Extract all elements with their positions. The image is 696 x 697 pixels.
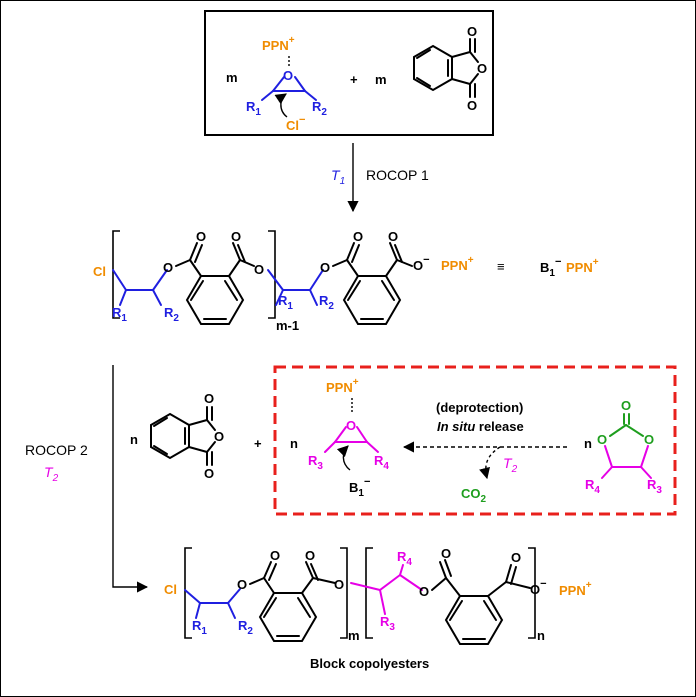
block-a-bracket-right: [340, 547, 348, 639]
svg-text:O: O: [334, 577, 344, 592]
svg-text:B1−: B1−: [349, 476, 370, 499]
temperature-t1: T1: [331, 167, 345, 187]
arrow-rocop2: [112, 365, 149, 593]
block-copolyester: Cl R1 R2 O O O O m R4 R3 O: [164, 546, 592, 645]
coefficient-m: m: [226, 70, 238, 85]
phthalic-anhydride-1: O O O: [413, 24, 487, 113]
coefficient-n-carbonate: n: [584, 436, 592, 451]
product-ring-1: [258, 592, 318, 642]
svg-text:R3: R3: [308, 453, 323, 472]
svg-text:O: O: [214, 429, 224, 444]
co2-release-arrow: [479, 446, 501, 480]
macroinitiator-b1: B1−: [540, 256, 561, 279]
svg-text:O: O: [597, 432, 607, 447]
svg-text:O: O: [419, 584, 429, 599]
r1-bond: [261, 90, 274, 101]
svg-text:O: O: [237, 577, 247, 592]
svg-text:O: O: [254, 262, 264, 277]
block-a-repeat: m: [348, 628, 360, 643]
chloride-anion: Cl−: [286, 114, 305, 133]
r2-label: R2: [312, 99, 327, 118]
product-caption: Block copolyesters: [310, 656, 429, 671]
deprotection-label: (deprotection): [436, 400, 523, 415]
block-b-bracket-left: [365, 547, 373, 639]
product-ring-2: [444, 595, 504, 645]
in-situ-release-label: In situ release: [437, 419, 524, 434]
svg-text:O: O: [346, 418, 356, 433]
phthalic-anhydride-2: O O O: [150, 391, 224, 481]
r1-label: R1: [246, 99, 261, 118]
svg-text:PPN+: PPN+: [326, 377, 359, 395]
svg-text:O: O: [305, 548, 315, 563]
reactant-box: [204, 10, 494, 136]
r2-bond: [304, 90, 317, 101]
svg-text:O: O: [511, 550, 521, 565]
svg-text:O: O: [477, 61, 487, 76]
polymer1-ring-2: [342, 275, 402, 325]
svg-text:R2: R2: [238, 618, 253, 637]
svg-text:O: O: [441, 546, 451, 561]
svg-text:R1: R1: [278, 293, 293, 312]
svg-text:O−: O−: [530, 578, 547, 597]
coefficient-m-anhydride: m: [375, 72, 387, 87]
cyclic-carbonate: O O O R4 R3: [585, 398, 662, 496]
svg-text:O: O: [204, 391, 214, 406]
svg-text:R1: R1: [192, 618, 207, 637]
svg-text:O: O: [163, 260, 173, 275]
polymer1-bracket-left: [112, 230, 120, 319]
svg-text:PPN+: PPN+: [559, 580, 592, 598]
coefficient-n-epoxide: n: [290, 436, 298, 451]
block-b-bracket-right: [528, 547, 536, 639]
equivalence-symbol: ≡: [497, 259, 505, 274]
svg-text:R1: R1: [112, 305, 127, 324]
temperature-t2-left: T2: [44, 464, 59, 484]
activated-epoxide-2: PPN+ O R3 R4 B1−: [308, 377, 389, 499]
activated-epoxide-1: m PPN+ O R1 R2 Cl−: [226, 35, 327, 133]
co2-label: CO2: [461, 486, 487, 505]
svg-text:R4: R4: [585, 477, 600, 496]
polymer1-bracket-right: [268, 230, 276, 319]
svg-text:O: O: [270, 548, 280, 563]
svg-text:O: O: [320, 260, 330, 275]
rocop2-label: ROCOP 2: [25, 442, 88, 458]
svg-text:O: O: [388, 229, 398, 244]
block-b-repeat: n: [537, 628, 545, 643]
ppn-cation: PPN+: [262, 35, 295, 53]
svg-text:O: O: [467, 24, 477, 39]
svg-text:R3: R3: [380, 614, 395, 633]
svg-text:O: O: [231, 229, 241, 244]
svg-text:R2: R2: [164, 305, 179, 324]
epoxide-oxygen: O: [283, 68, 293, 83]
attack-arrow-1: [274, 93, 288, 118]
polymer1-repeat-subscript: m-1: [276, 318, 299, 333]
block-a-bracket-left: [184, 547, 192, 639]
svg-text:O: O: [467, 98, 477, 113]
plus-sign-2: +: [254, 436, 262, 451]
temperature-t2-box: T2: [503, 455, 518, 475]
epoxide-co-bond-left: [272, 76, 285, 92]
plus-sign-1: +: [350, 72, 358, 87]
macroinitiator-ppn: PPN+: [566, 257, 599, 275]
svg-text:O: O: [196, 229, 206, 244]
svg-text:O: O: [621, 398, 631, 413]
svg-text:R3: R3: [647, 477, 662, 496]
polymer-1: Cl R1 R2 O O O O m-1 R1 R2 O: [93, 229, 474, 333]
svg-text:R4: R4: [374, 453, 389, 472]
svg-text:O−: O−: [413, 254, 430, 273]
svg-text:O: O: [204, 466, 214, 481]
coefficient-n: n: [130, 432, 138, 447]
svg-text:R2: R2: [319, 293, 334, 312]
svg-text:R4: R4: [397, 549, 412, 568]
polymer1-ring-1: [185, 275, 245, 325]
svg-text:PPN+: PPN+: [441, 255, 474, 273]
epoxide-co-bond-right: [294, 76, 306, 92]
svg-text:O: O: [644, 432, 654, 447]
svg-text:O: O: [353, 229, 363, 244]
in-situ-release-box: [273, 365, 677, 516]
polymer1-chain-end-cl: Cl: [93, 264, 106, 279]
svg-text:Cl: Cl: [164, 582, 177, 597]
rocop1-label: ROCOP 1: [366, 167, 429, 183]
